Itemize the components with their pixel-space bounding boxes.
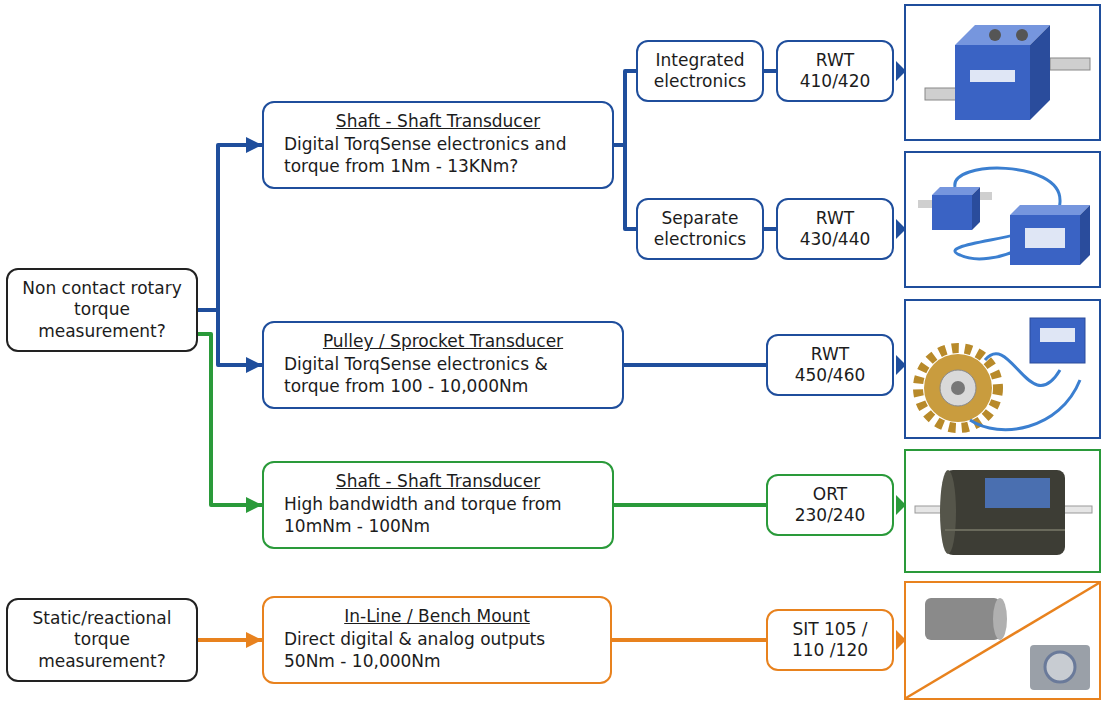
box-description: Direct digital & analog outputs 50Nm - 1… <box>274 629 600 672</box>
connector-arrow <box>624 363 766 367</box>
connector-arrow <box>612 638 766 642</box>
product-photo <box>905 450 1100 572</box>
box-label: Non contact rotary torque measurement? <box>16 278 188 342</box>
box-label: RWT 450/460 <box>776 344 884 387</box>
box-label: ORT 230/240 <box>776 484 884 527</box>
option-box: Integrated electronics <box>636 40 764 103</box>
connector-arrow <box>764 69 776 73</box>
option-box: Static/reactional torque measurement? <box>6 598 198 682</box>
box-description: Digital TorqSense electronics and torque… <box>274 134 602 177</box>
option-box: RWT 450/460 <box>766 334 894 397</box>
transducer-box: Shaft - Shaft TransducerHigh bandwidth a… <box>262 461 614 549</box>
box-heading: In-Line / Bench Mount <box>274 606 600 627</box>
connector-arrow <box>614 503 766 507</box>
connector-arrow <box>764 227 776 231</box>
connector-arrow <box>614 71 636 145</box>
option-box: Non contact rotary torque measurement? <box>6 268 198 352</box>
box-label: Static/reactional torque measurement? <box>16 608 188 672</box>
transducer-box: Pulley / Sprocket TransducerDigital Torq… <box>262 321 624 409</box>
transducer-box: In-Line / Bench MountDirect digital & an… <box>262 596 612 684</box>
box-description: Digital TorqSense electronics & torque f… <box>274 354 612 397</box>
connector-arrow <box>198 310 262 365</box>
box-label: SIT 105 / 110 /120 <box>776 619 884 662</box>
box-heading: Shaft - Shaft Transducer <box>274 111 602 132</box>
option-box: RWT 410/420 <box>776 40 894 103</box>
box-label: RWT 430/440 <box>786 208 884 251</box>
connector-arrow <box>198 334 262 505</box>
box-label: Separate electronics <box>646 208 754 251</box>
product-photo <box>905 300 1100 438</box>
connector-arrow <box>614 145 636 229</box>
box-description: High bandwidth and torque from 10mNm - 1… <box>274 494 602 537</box>
box-label: Integrated electronics <box>646 50 754 93</box>
product-photo <box>905 5 1100 140</box>
connector-arrow <box>198 145 262 310</box>
connector-arrow <box>198 638 262 642</box>
box-label: RWT 410/420 <box>786 50 884 93</box>
option-box: ORT 230/240 <box>766 474 894 537</box>
product-photo <box>905 582 1100 699</box>
box-heading: Shaft - Shaft Transducer <box>274 471 602 492</box>
transducer-box: Shaft - Shaft TransducerDigital TorqSens… <box>262 101 614 189</box>
option-box: SIT 105 / 110 /120 <box>766 609 894 672</box>
box-heading: Pulley / Sprocket Transducer <box>274 331 612 352</box>
photo-arrow <box>896 61 906 650</box>
option-box: RWT 430/440 <box>776 198 894 261</box>
product-photo <box>905 152 1100 287</box>
option-box: Separate electronics <box>636 198 764 261</box>
